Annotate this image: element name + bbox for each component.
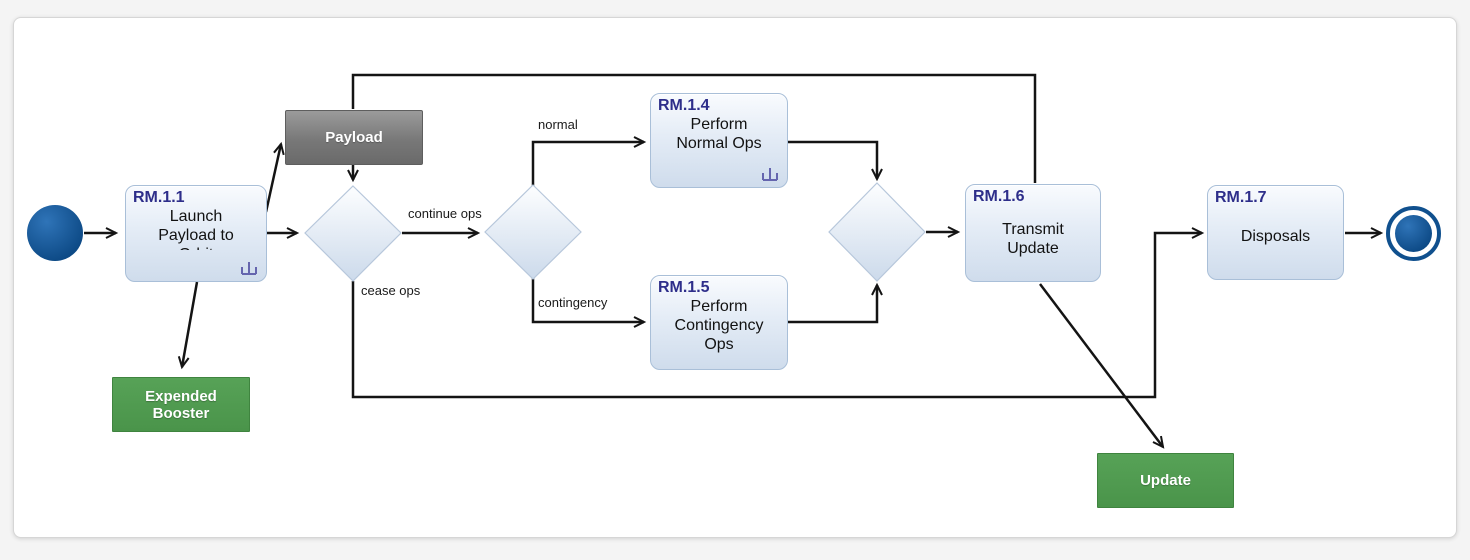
object-payload[interactable]: Payload: [285, 110, 423, 165]
decision2-diamond[interactable]: [484, 184, 582, 280]
activity-code: RM.1.5: [658, 279, 710, 296]
guard-label-normal: normal: [538, 117, 578, 132]
guard-label-cease-ops: cease ops: [361, 283, 421, 298]
edge-rm11-to-payload: [264, 141, 285, 213]
guard-label-contingency: contingency: [538, 295, 608, 310]
activity-code: RM.1.6: [973, 188, 1025, 205]
activity-rm14[interactable]: RM.1.4 Perform Normal Ops: [650, 93, 788, 188]
edge-decision2-to-rm14-normal: [531, 136, 647, 186]
decision3-diamond[interactable]: [828, 182, 926, 282]
activity-name: Launch Payload to Orbit: [158, 208, 234, 250]
activity-final-inner-dot: [1395, 215, 1432, 252]
edge-rm16-to-update: [1039, 283, 1165, 449]
activity-name: Perform Contingency Ops: [674, 298, 764, 353]
edge-rm15-to-decision3: [788, 282, 883, 324]
activity-rm11[interactable]: RM.1.1 Launch Payload to Orbit: [125, 185, 267, 282]
edge-rm16-feedback-to-payload: [351, 73, 1037, 183]
activity-code: RM.1.1: [133, 189, 185, 206]
activity-final-node[interactable]: [1386, 206, 1441, 261]
activity-rm15[interactable]: RM.1.5 Perform Contingency Ops: [650, 275, 788, 370]
edge-rm14-to-decision3: [788, 140, 883, 182]
guard-label-continue-ops: continue ops: [408, 206, 482, 221]
initial-node[interactable]: [27, 205, 83, 261]
activity-code: RM.1.7: [1215, 189, 1267, 206]
object-update[interactable]: Update: [1097, 453, 1234, 508]
activity-code: RM.1.4: [658, 97, 710, 114]
activity-rm16[interactable]: RM.1.6 Transmit Update: [965, 184, 1101, 282]
edge-rm11-to-booster: [177, 281, 199, 370]
activity-name: Transmit Update: [1002, 221, 1064, 257]
decision1-diamond[interactable]: [304, 185, 402, 282]
rake-icon: [762, 168, 778, 181]
edge-decision2-to-rm15-contingency: [531, 278, 647, 328]
edge-decision1-to-rm17-cease-ops: [351, 227, 1205, 399]
activity-rm17[interactable]: RM.1.7 Disposals: [1207, 185, 1344, 280]
rake-icon: [241, 262, 257, 275]
activity-name: Perform Normal Ops: [676, 116, 762, 152]
object-expended-booster[interactable]: Expended Booster: [112, 377, 250, 432]
activity-name: Disposals: [1240, 228, 1311, 245]
